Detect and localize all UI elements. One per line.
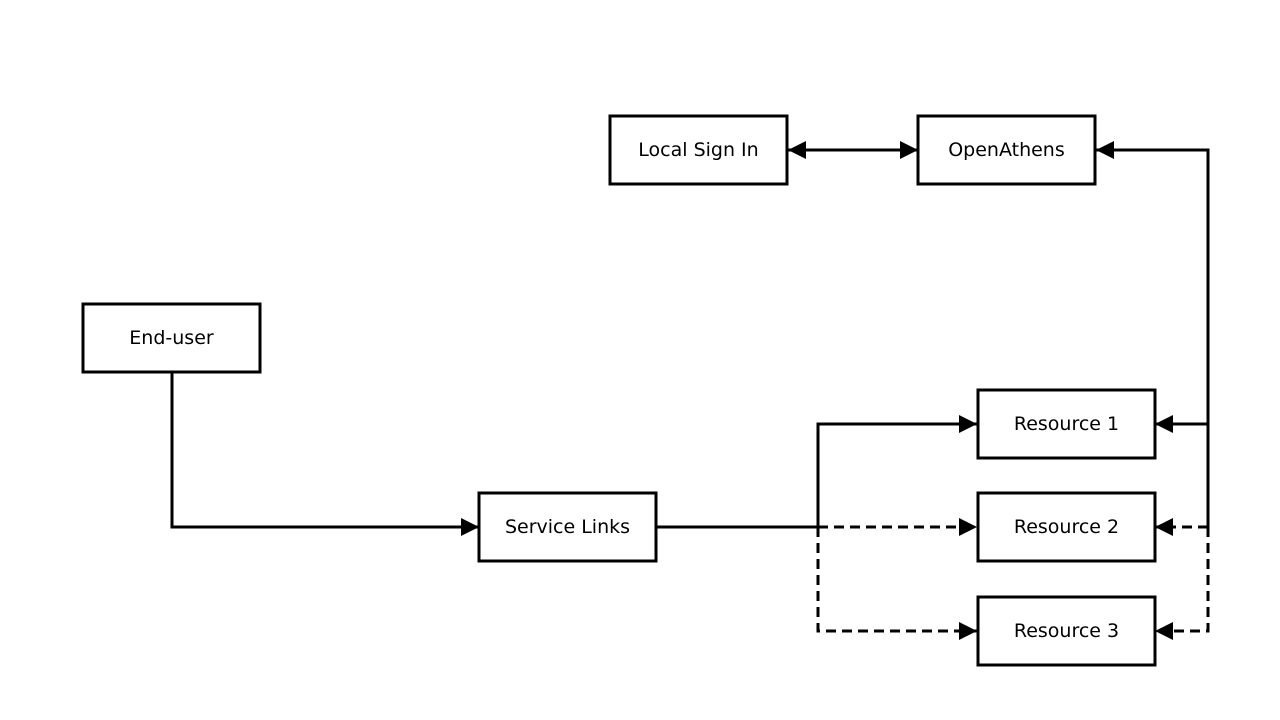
edges (170, 141, 1210, 640)
edge-openathens-resource-1 (1096, 141, 1210, 433)
node-service-links-label: Service Links (505, 516, 630, 538)
node-openathens-label: OpenAthens (948, 139, 1065, 161)
node-local-sign-in: Local Sign In (608, 114, 789, 186)
node-resource-2: Resource 2 (976, 491, 1157, 563)
node-resource-3-label: Resource 3 (1014, 620, 1119, 642)
edge-service-links-resource-3 (816, 527, 977, 640)
node-resource-1: Resource 1 (976, 388, 1157, 460)
node-resource-2-label: Resource 2 (1014, 516, 1119, 538)
edge-end-user-service-links (170, 372, 479, 536)
node-resource-3: Resource 3 (976, 595, 1157, 667)
edge-service-links-resource-1 (816, 415, 977, 527)
node-local-sign-in-label: Local Sign In (638, 139, 758, 161)
node-end-user-label: End-user (129, 327, 214, 349)
node-resource-1-label: Resource 1 (1014, 413, 1119, 435)
edge-openathens-resource-3 (1155, 527, 1210, 640)
node-end-user: End-user (81, 302, 262, 374)
node-openathens: OpenAthens (916, 114, 1097, 186)
node-service-links: Service Links (477, 491, 658, 563)
